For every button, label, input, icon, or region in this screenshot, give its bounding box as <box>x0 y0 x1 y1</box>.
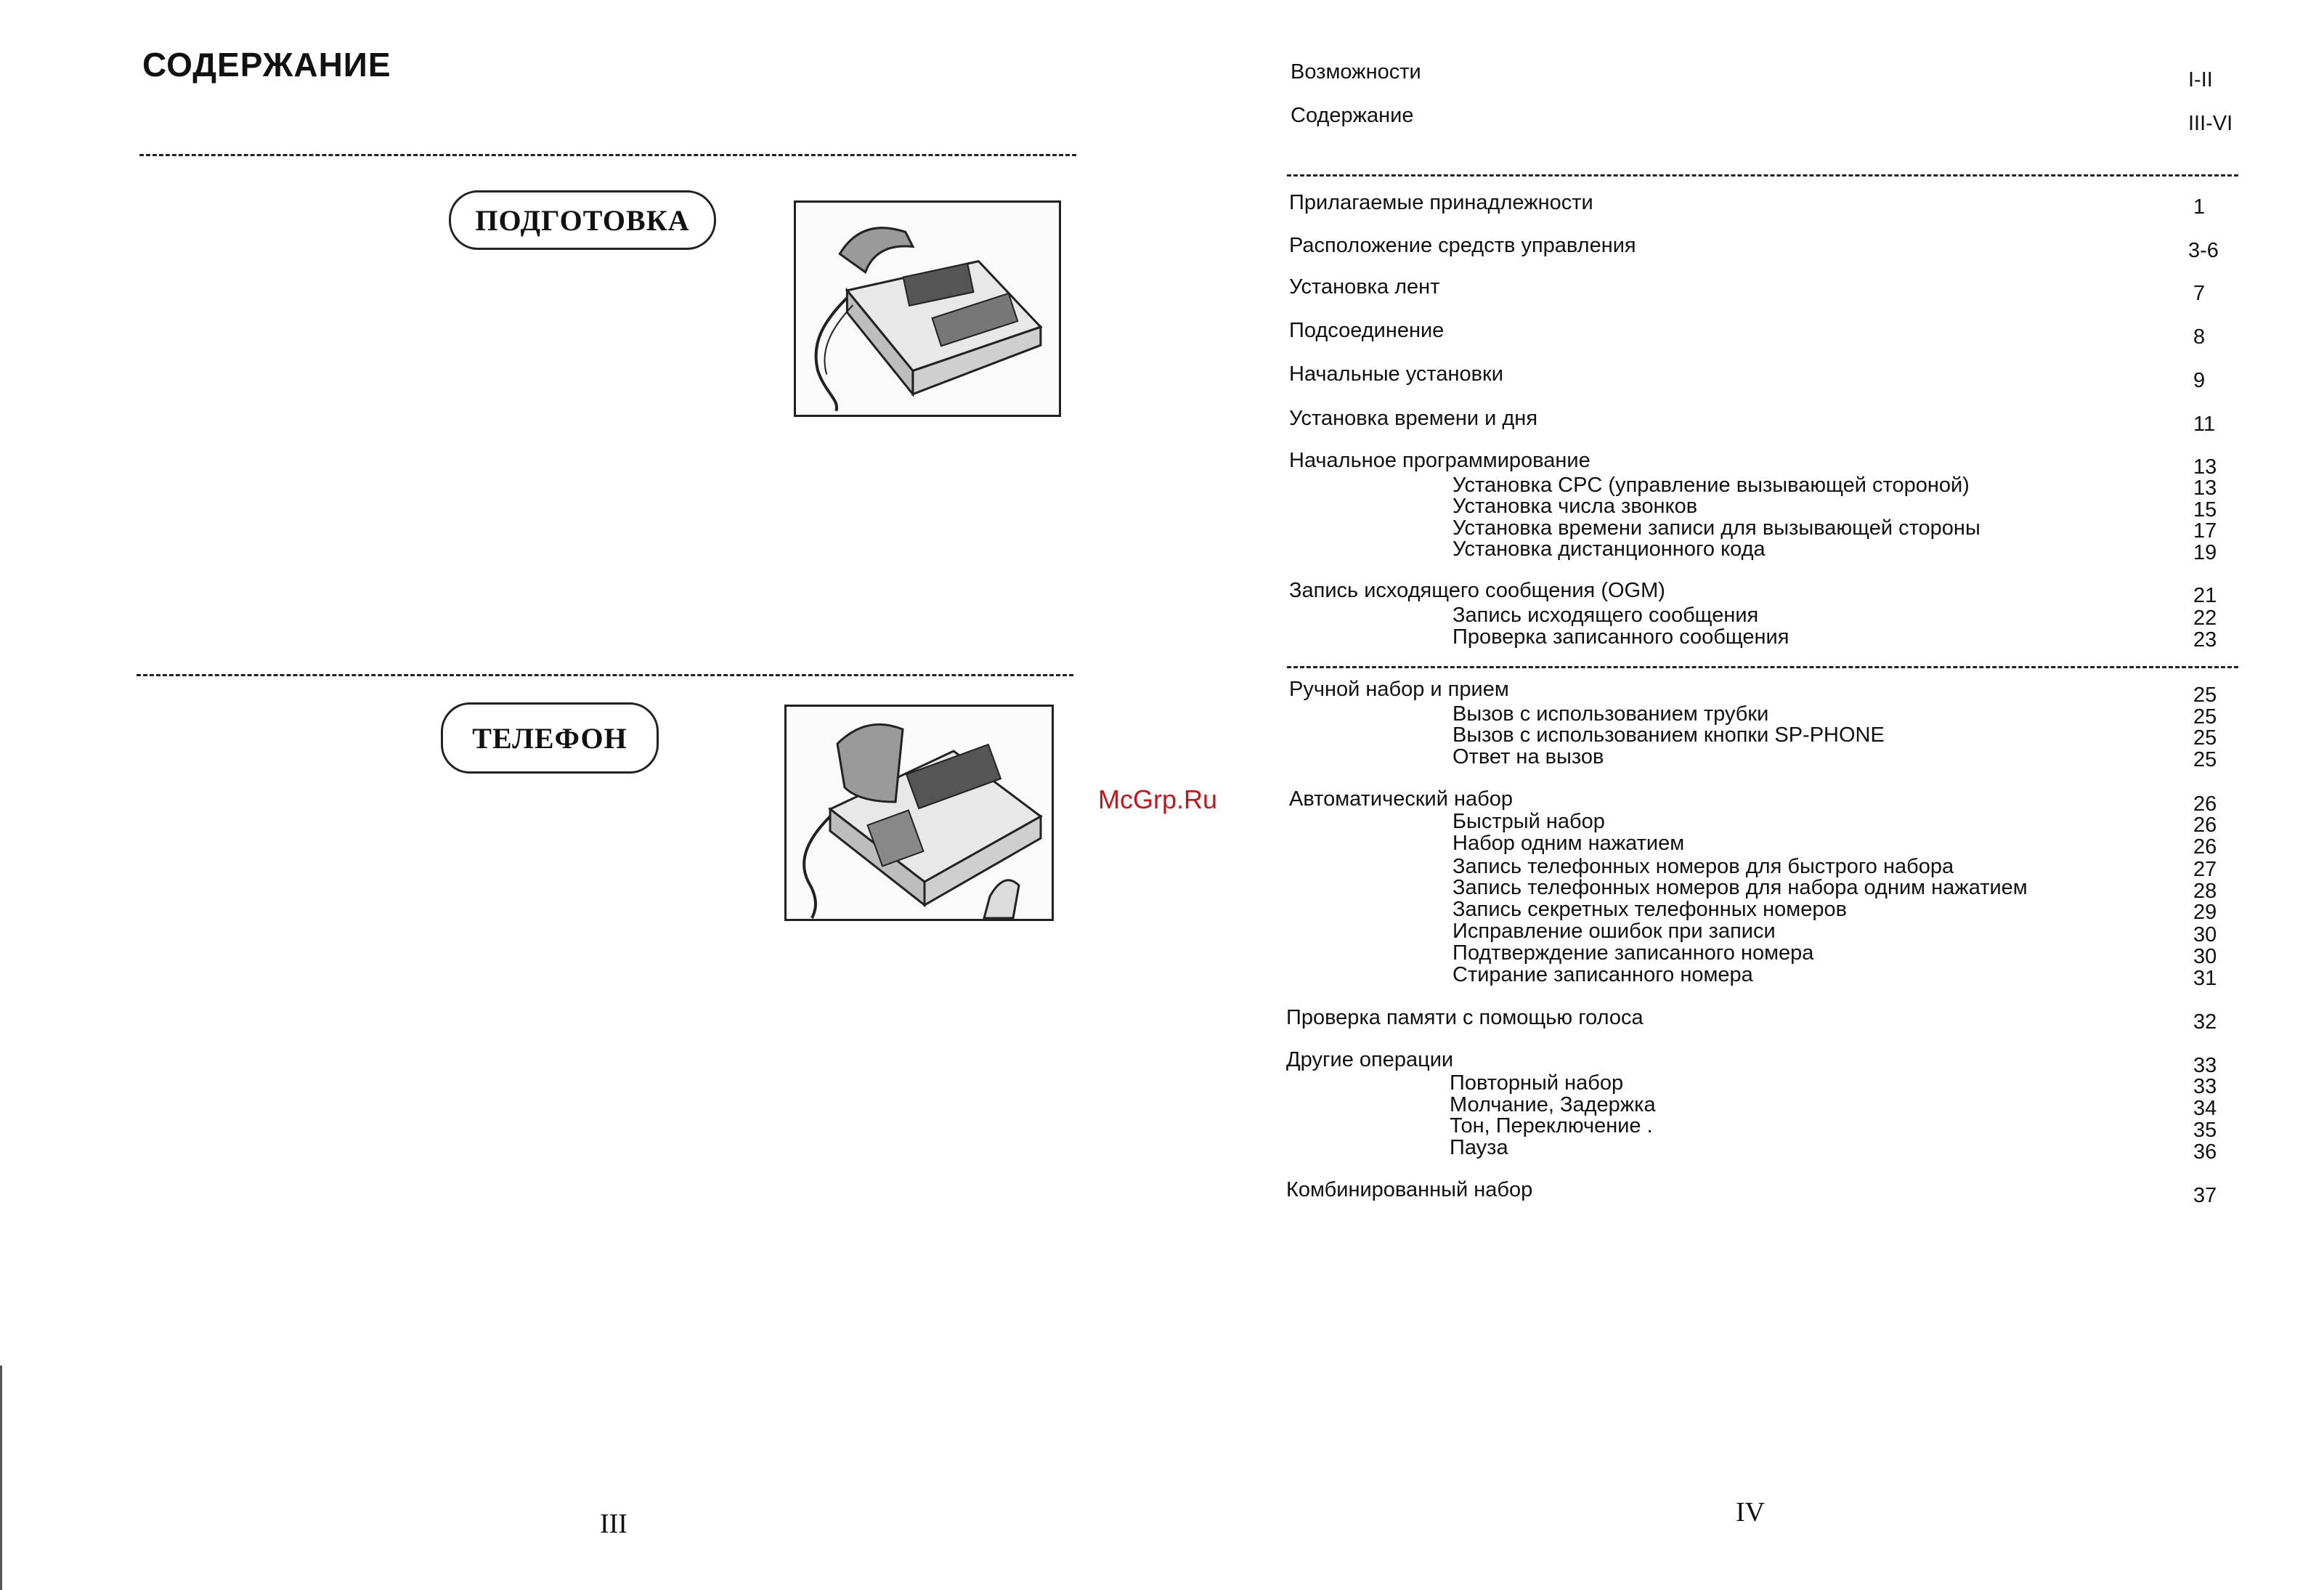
toc-page: 37 <box>2193 1184 2217 1207</box>
toc-page: 36 <box>2193 1140 2217 1164</box>
toc-page: 34 <box>2193 1097 2217 1120</box>
toc-page: 27 <box>2193 858 2217 881</box>
toc-subentry: Запись секретных телефонных номеров <box>1452 898 1847 921</box>
toc-subentry: Вызов с использованием трубки <box>1452 702 1769 726</box>
toc-subentry: Установка CPC (управление вызывающей сто… <box>1452 474 1970 497</box>
toc-page: 9 <box>2193 369 2206 392</box>
section-divider-middle <box>137 674 1073 676</box>
toc-entry: Начальные установки <box>1289 362 1503 386</box>
toc-page: 25 <box>2193 726 2217 750</box>
toc-subentry: Установка числа звонков <box>1452 495 1698 518</box>
toc-subentry: Повторный набор <box>1450 1071 1624 1095</box>
toc-page: 25 <box>2193 684 2217 707</box>
toc-page: 13 <box>2193 476 2217 500</box>
toc-subentry: Исправление ошибок при записи <box>1452 920 1776 943</box>
toc-entry: Установка времени и дня <box>1289 407 1538 430</box>
section-divider-top <box>139 154 1076 156</box>
toc-page: 21 <box>2193 584 2217 607</box>
toc-subentry: Молчание, Задержка <box>1450 1093 1656 1116</box>
toc-page: 31 <box>2193 967 2217 990</box>
toc-subentry: Установка дистанционного кода <box>1452 538 1766 561</box>
toc-page: 33 <box>2193 1075 2217 1098</box>
toc-page: I-II <box>2188 68 2213 92</box>
toc-entry: Подсоединение <box>1289 319 1445 342</box>
toc-subentry: Подтверждение записанного номера <box>1452 941 1814 965</box>
toc-subentry: Набор одним нажатием <box>1452 832 1685 855</box>
watermark-text: McGrp.Ru <box>1098 784 1218 814</box>
toc-subentry: Запись телефонных номеров для быстрого н… <box>1452 855 1954 878</box>
toc-page: III-VI <box>2188 112 2233 135</box>
scan-edge-line <box>0 1366 2 1590</box>
toc-subentry: Тон, Переключение . <box>1450 1114 1653 1137</box>
toc-entry: Содержание <box>1291 104 1414 127</box>
toc-entry: Прилагаемые принадлежности <box>1289 191 1593 214</box>
toc-subentry: Установка времени записи для вызывающей … <box>1452 516 1980 540</box>
toc-entry: Возможности <box>1291 60 1421 84</box>
toc-page: 29 <box>2193 901 2217 924</box>
telephone-illustration <box>784 705 1054 921</box>
toc-page: 35 <box>2193 1119 2217 1142</box>
toc-entry: Расположение средств управления <box>1289 234 1636 257</box>
toc-divider-1 <box>1287 174 2238 177</box>
answering-machine-illustration <box>794 200 1061 417</box>
toc-subentry: Стирание записанного номера <box>1452 963 1753 986</box>
toc-page: 23 <box>2193 628 2217 652</box>
toc-page: 7 <box>2193 282 2206 305</box>
toc-page: 22 <box>2193 607 2217 630</box>
toc-divider-2 <box>1287 666 2238 668</box>
toc-page: 17 <box>2193 519 2217 543</box>
toc-page: 1 <box>2193 195 2206 219</box>
toc-entry: Запись исходящего сообщения (OGM) <box>1289 579 1665 602</box>
toc-page: 26 <box>2193 835 2217 859</box>
toc-page: 28 <box>2193 880 2217 903</box>
toc-page: 30 <box>2193 945 2217 968</box>
toc-page: 8 <box>2193 325 2206 349</box>
toc-entry: Начальное программирование <box>1289 449 1590 472</box>
toc-entry: Установка лент <box>1289 275 1440 299</box>
toc-page: 32 <box>2193 1010 2217 1034</box>
page-title: СОДЕРЖАНИЕ <box>142 46 391 84</box>
section-label-preparation: ПОДГОТОВКА <box>449 190 716 250</box>
section-label-telephone: ТЕЛЕФОН <box>441 702 659 774</box>
toc-entry: Проверка памяти с помощью голоса <box>1286 1006 1644 1029</box>
toc-subentry: Пауза <box>1450 1136 1508 1159</box>
toc-page: 3-6 <box>2188 239 2219 262</box>
toc-subentry: Вызов с использованием кнопки SP-PHONE <box>1452 723 1885 747</box>
toc-entry: Комбинированный набор <box>1286 1178 1533 1201</box>
toc-entry: Автоматический набор <box>1289 787 1513 811</box>
toc-page: 33 <box>2193 1054 2217 1077</box>
toc-subentry: Проверка записанного сообщения <box>1452 625 1789 649</box>
toc-page: 30 <box>2193 923 2217 946</box>
toc-page: 19 <box>2193 541 2217 564</box>
toc-page: 13 <box>2193 455 2217 479</box>
toc-subentry: Запись исходящего сообщения <box>1452 604 1759 627</box>
toc-page: 26 <box>2193 814 2217 837</box>
toc-page: 25 <box>2193 705 2217 729</box>
toc-subentry: Быстрый набор <box>1452 810 1605 833</box>
toc-subentry: Ответ на вызов <box>1452 745 1604 768</box>
page-number-right: IV <box>1736 1497 1766 1528</box>
toc-page: 15 <box>2193 498 2217 522</box>
page-number-left: III <box>600 1509 627 1539</box>
toc-subentry: Запись телефонных номеров для набора одн… <box>1452 876 2028 899</box>
toc-page: 11 <box>2193 413 2216 436</box>
toc-entry: Другие операции <box>1286 1048 1454 1071</box>
toc-page: 25 <box>2193 748 2217 771</box>
toc-page: 26 <box>2193 792 2217 816</box>
toc-entry: Ручной набор и прием <box>1289 678 1509 701</box>
